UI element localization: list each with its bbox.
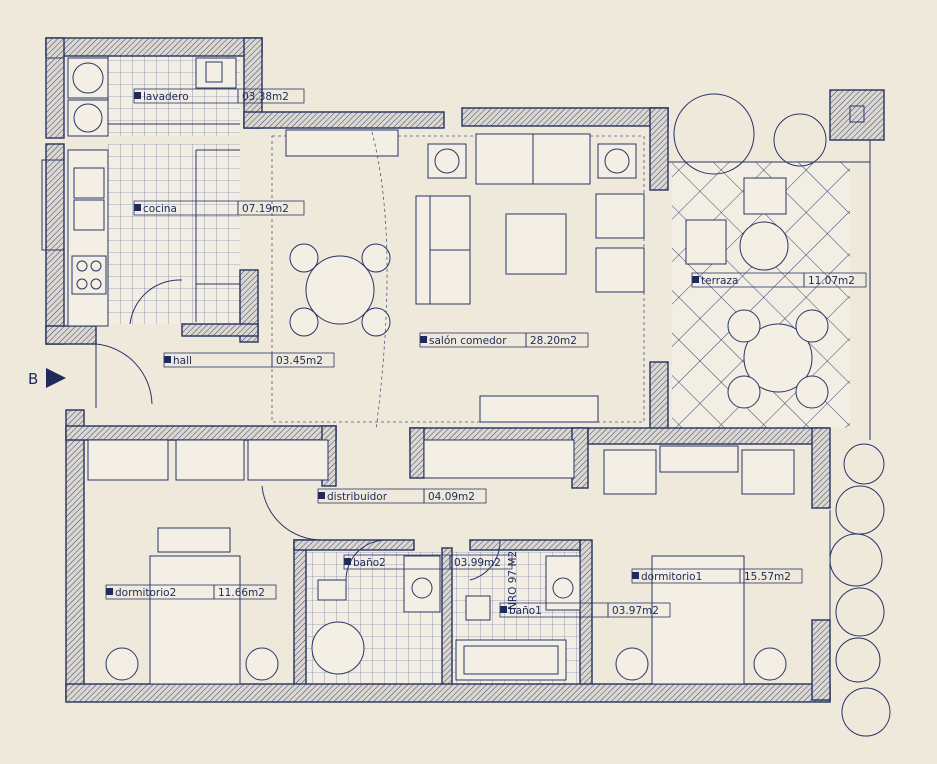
room-name: baño2	[353, 557, 386, 569]
room-label-cocina: cocina 07.19m2	[133, 200, 305, 216]
salon-furniture	[271, 129, 645, 431]
room-area: 07.19m2	[242, 203, 289, 215]
room-area-box	[423, 488, 487, 504]
room-area: 03.38m2	[242, 91, 289, 103]
room-bullet-icon	[106, 588, 113, 595]
doors	[95, 279, 501, 581]
vertical-note: NRO 97 M2	[507, 551, 519, 610]
cocina-floor	[108, 144, 240, 324]
room-label-dormitorio2: dormitorio2 11.66m2	[105, 584, 277, 600]
room-area-box	[213, 584, 277, 600]
entrance-marker: B	[28, 368, 66, 388]
room-area-box	[449, 554, 513, 570]
room-name: cocina	[143, 203, 177, 215]
room-area-box	[237, 200, 305, 216]
room-area: 15.57m2	[744, 571, 791, 583]
room-bullet-icon	[632, 572, 639, 579]
room-name: hall	[173, 355, 192, 367]
walls	[45, 37, 885, 703]
entrance-label: B	[28, 370, 38, 388]
terrace-furniture	[673, 93, 829, 409]
room-name: salón comedor	[429, 335, 507, 347]
room-area-box	[607, 602, 671, 618]
bath-fixtures	[311, 555, 581, 681]
room-label-terraza: terraza 11.07m2	[691, 272, 867, 288]
room-bullet-icon	[134, 204, 141, 211]
room-bullet-icon	[500, 606, 507, 613]
room-area: 28.20m2	[530, 335, 577, 347]
room-area-box	[237, 88, 305, 104]
room-bullet-icon	[318, 492, 325, 499]
room-area-box	[803, 272, 867, 288]
room-bullet-icon	[164, 356, 171, 363]
garden-shrubs	[829, 443, 891, 737]
room-area-box	[525, 332, 589, 348]
room-name: baño1	[509, 605, 542, 617]
room-bullet-icon	[344, 558, 351, 565]
room-label-bano1: baño1 03.97m2	[499, 602, 671, 618]
room-area: 11.07m2	[808, 275, 855, 287]
room-label-salon: salón comedor 28.20m2	[419, 332, 589, 348]
room-bullet-icon	[692, 276, 699, 283]
room-name: dormitorio2	[115, 587, 176, 599]
room-area: 03.97m2	[612, 605, 659, 617]
room-area-box	[739, 568, 803, 584]
room-name: distribuidor	[327, 491, 388, 503]
room-name: lavadero	[143, 91, 189, 103]
room-label-bano2: baño2 03.99m2	[343, 554, 513, 570]
bedroom-furniture	[87, 439, 795, 685]
room-label-hall: hall 03.45m2	[163, 352, 335, 368]
room-area-box	[271, 352, 335, 368]
room-area: 03.99m2	[454, 557, 501, 569]
room-area: 03.45m2	[276, 355, 323, 367]
room-area: 11.66m2	[218, 587, 265, 599]
room-labels: lavadero 03.38m2 cocina 07.19m2 terraza 11.07…	[105, 88, 867, 618]
room-bullet-icon	[420, 336, 427, 343]
room-name: dormitorio1	[641, 571, 702, 583]
room-name: terraza	[701, 275, 738, 287]
room-bullet-icon	[134, 92, 141, 99]
room-label-distribuidor: distribuidor 04.09m2	[317, 488, 487, 504]
room-area: 04.09m2	[428, 491, 475, 503]
kitchen-fixtures	[67, 57, 237, 327]
room-label-dormitorio1: dormitorio1 15.57m2	[631, 568, 803, 584]
room-label-lavadero: lavadero 03.38m2	[133, 88, 305, 104]
